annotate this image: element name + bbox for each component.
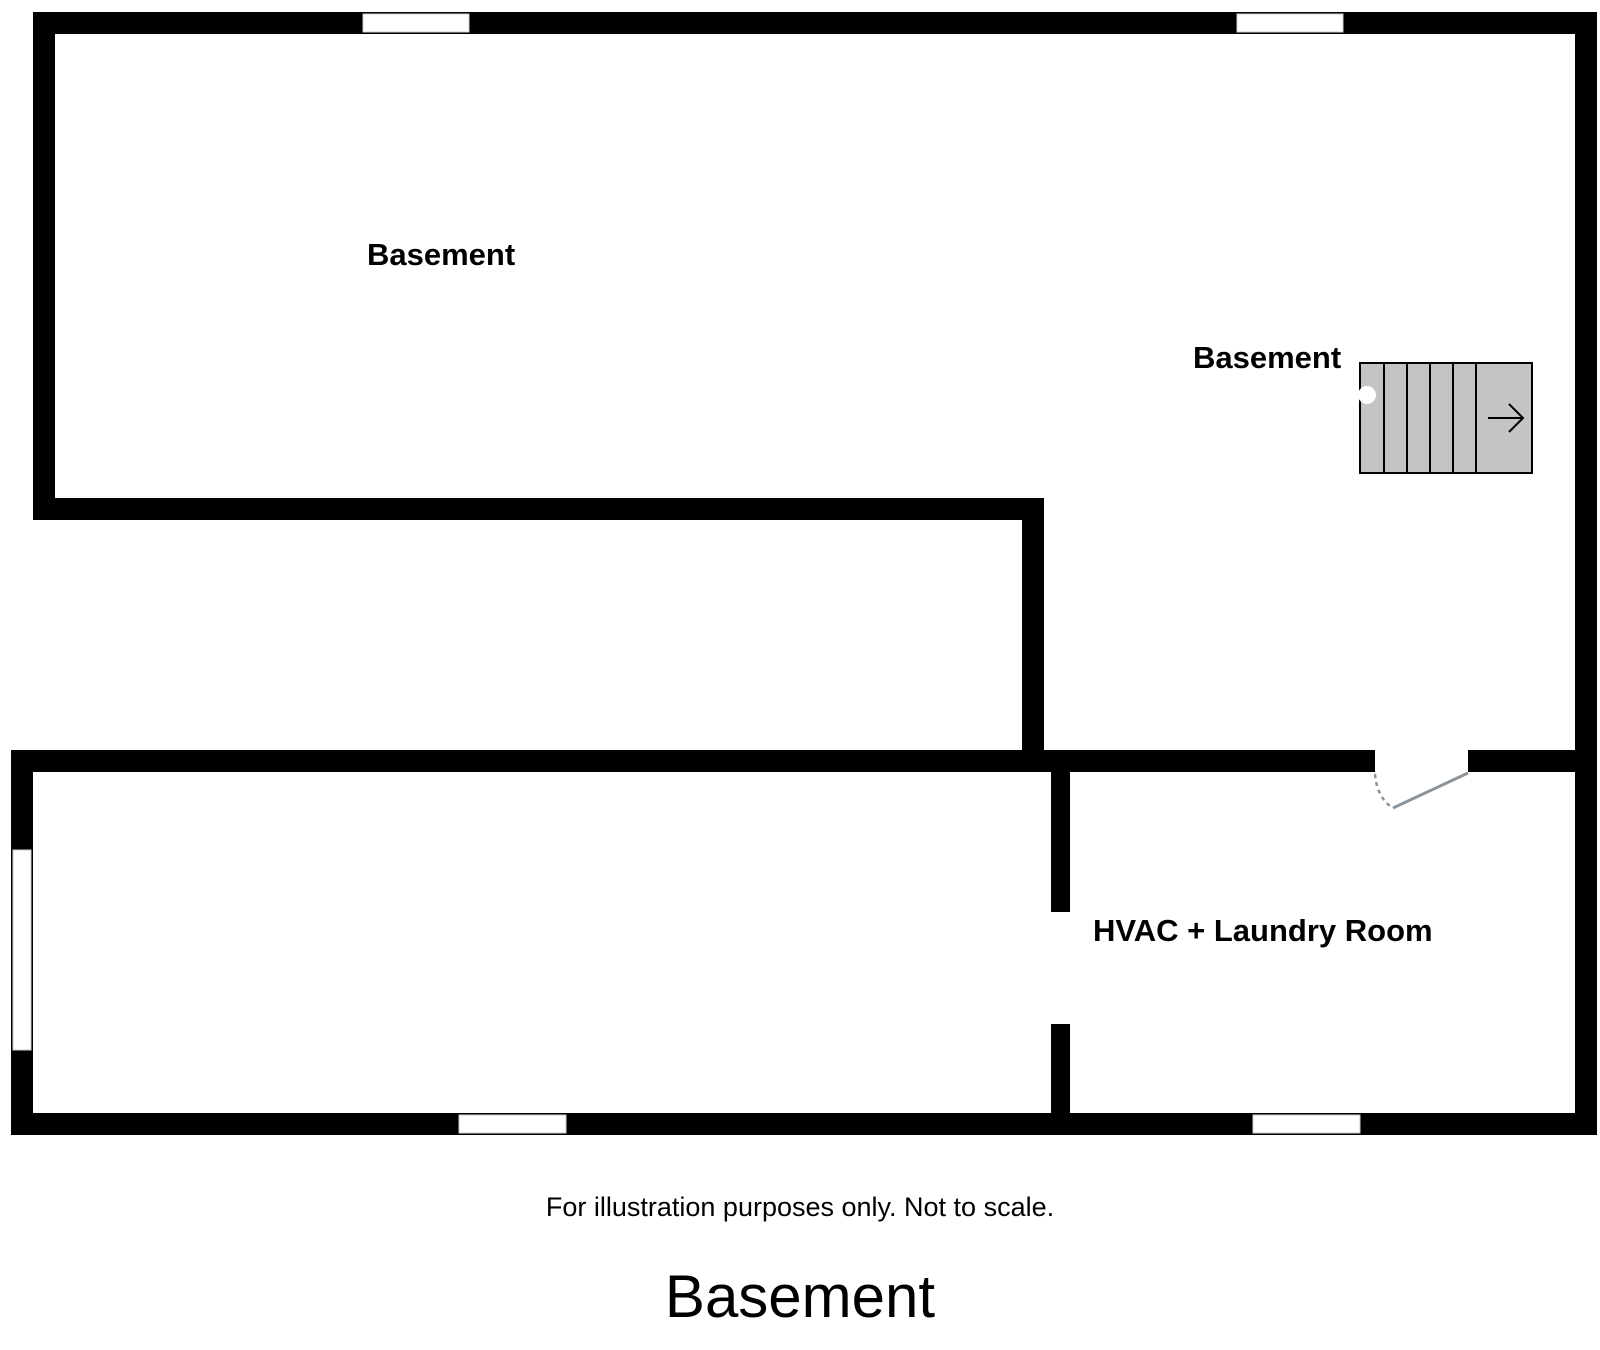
room-label-hvac-laundry: HVAC + Laundry Room <box>1093 913 1433 948</box>
lower-bottom-wall <box>11 1113 1597 1135</box>
stair-start-marker <box>1358 386 1376 404</box>
window-bottom-left <box>458 1114 567 1134</box>
room-label-basement-stair: Basement <box>1193 340 1341 375</box>
door-leaf <box>1392 771 1469 810</box>
disclaimer-note: For illustration purposes only. Not to s… <box>545 1192 1055 1222</box>
windows <box>12 13 1361 1134</box>
lower-top-wall-right <box>1468 750 1597 772</box>
window-left <box>12 849 32 1051</box>
stair-direction-arrow-icon <box>1488 403 1525 433</box>
basement-inner-right-wall <box>1022 498 1044 772</box>
upper-top-wall <box>33 12 1597 34</box>
staircase <box>1358 362 1533 474</box>
upper-right-wall <box>1575 12 1597 772</box>
window-top-right <box>1236 13 1344 33</box>
window-top-left <box>362 13 470 33</box>
door-swing-arc <box>1373 773 1394 810</box>
floor-title: Basement <box>664 1263 936 1330</box>
room-label-basement-main: Basement <box>367 237 515 272</box>
partition-wall-lower <box>1051 1024 1070 1116</box>
window-bottom-right <box>1252 1114 1361 1134</box>
basement-inner-bottom-wall <box>33 498 1044 520</box>
lower-top-wall-left <box>11 750 1375 772</box>
lower-right-wall <box>1575 750 1597 1135</box>
door <box>1373 771 1469 810</box>
partition-wall-upper <box>1051 772 1070 912</box>
upper-left-wall <box>33 12 55 520</box>
